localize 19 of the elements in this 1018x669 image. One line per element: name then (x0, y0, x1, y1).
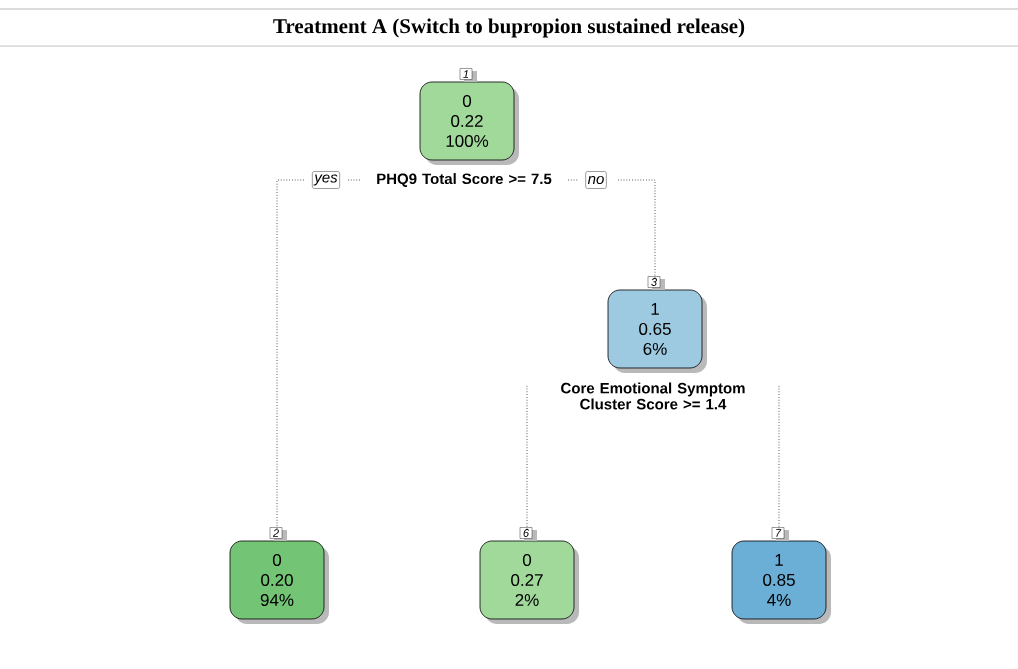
connector-line (617, 179, 656, 280)
node-number-tag: 7 (771, 527, 789, 541)
split-condition: Core Emotional Symptom Cluster Score >= 1.4 (561, 382, 745, 410)
title: Treatment A (Switch to bupropion sustained release) (273, 18, 745, 38)
node-number-tag: 2 (269, 527, 287, 541)
node-number-tag: 3 (647, 276, 665, 290)
edge-label: no (585, 171, 607, 189)
connector-line (778, 385, 780, 531)
node-number-tag: 6 (519, 527, 537, 541)
connector-line (276, 179, 305, 531)
split-condition: PHQ9 Total Score >= 7.5 (377, 173, 552, 187)
connector-line (526, 385, 528, 531)
tree-node-box: 1 0.65 6% (607, 289, 703, 369)
tree-node-box: 0 0.20 94% (229, 540, 325, 620)
tree-node-box: 0 0.22 100% (419, 81, 515, 161)
tree-node-box: 0 0.27 2% (479, 540, 575, 620)
node-number-tag: 1 (459, 68, 477, 82)
edge-label: yes (312, 171, 340, 189)
tree-node-box: 1 0.85 4% (731, 540, 827, 620)
